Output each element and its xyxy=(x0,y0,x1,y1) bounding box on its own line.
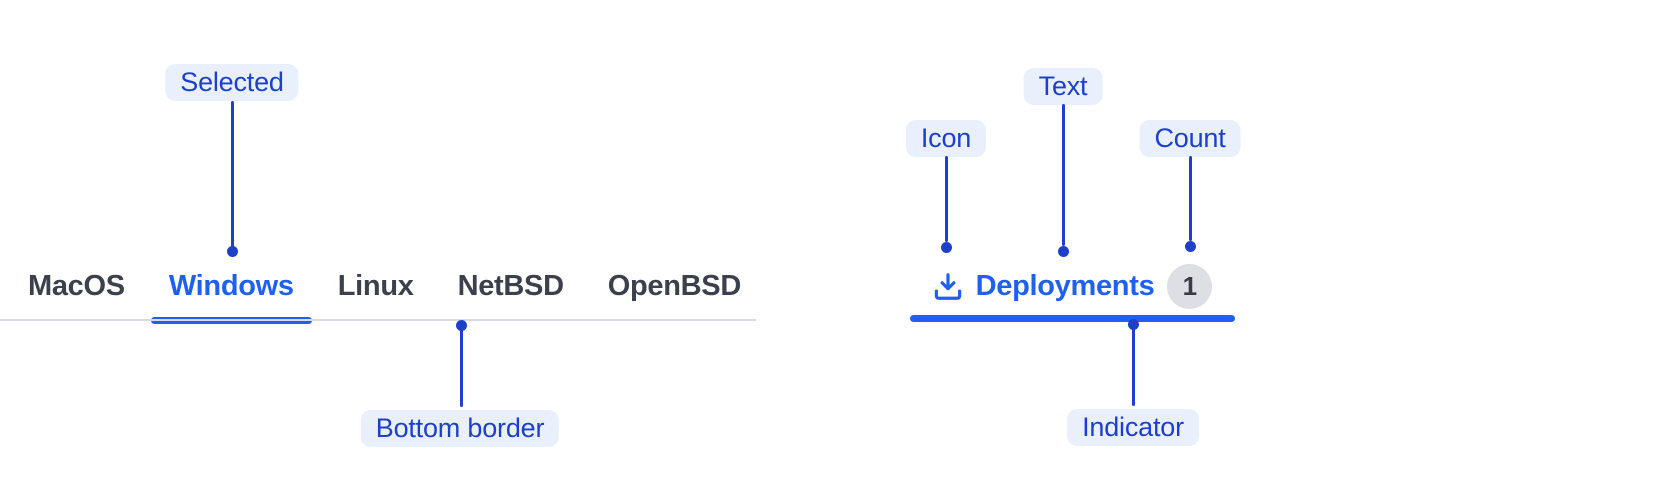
callout-icon-dot xyxy=(940,241,952,253)
callout-selected-label: Selected xyxy=(165,64,299,101)
tab-windows[interactable]: Windows xyxy=(147,252,316,324)
tab-bar-divider xyxy=(0,319,756,321)
callout-count-line xyxy=(1188,156,1192,241)
callout-bottom-border-label: Bottom border xyxy=(360,410,560,447)
tab-count-badge: 1 xyxy=(1167,264,1213,309)
callout-text-label: Text xyxy=(1023,68,1103,105)
callout-icon-label: Icon xyxy=(905,120,987,157)
tab-openbsd[interactable]: OpenBSD xyxy=(607,270,742,302)
callout-count-label: Count xyxy=(1139,120,1241,157)
callout-bottom-border-dot xyxy=(455,319,467,331)
callout-text-line xyxy=(1061,104,1065,246)
callout-icon-line xyxy=(944,156,948,242)
callout-indicator-line xyxy=(1131,328,1135,406)
tab-bar: MacOS Windows Linux NetBSD OpenBSD xyxy=(6,252,763,324)
tab-linux[interactable]: Linux xyxy=(337,270,414,302)
selected-tab-indicator xyxy=(910,315,1235,322)
callout-bottom-border-line xyxy=(459,329,463,407)
callout-text-dot xyxy=(1057,246,1069,257)
tab-deployments[interactable]: Deployments 1 xyxy=(910,258,1235,315)
callout-selected-line xyxy=(230,101,234,247)
tab-netbsd[interactable]: NetBSD xyxy=(457,270,564,302)
tab-deployments-label: Deployments xyxy=(975,270,1155,302)
callout-count-dot xyxy=(1184,240,1196,252)
tab-windows-label: Windows xyxy=(168,270,294,302)
callout-selected-dot xyxy=(226,245,238,257)
download-icon xyxy=(934,272,961,300)
tab-macos[interactable]: MacOS xyxy=(28,270,125,302)
callout-indicator-dot xyxy=(1127,318,1139,330)
callout-indicator-label: Indicator xyxy=(1067,409,1199,446)
